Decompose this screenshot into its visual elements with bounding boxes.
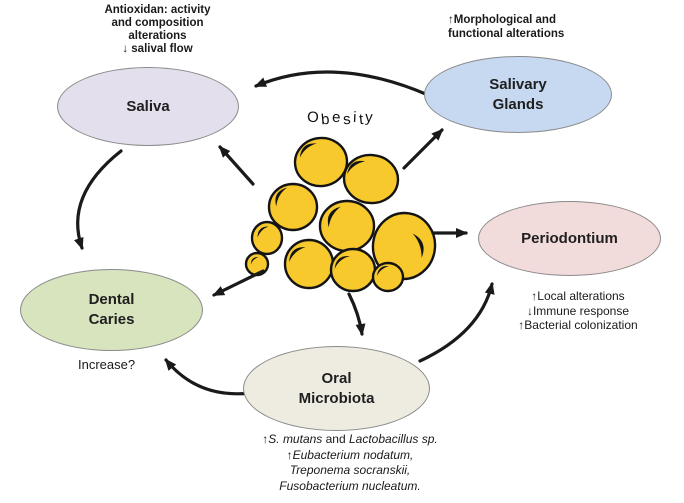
arrow-obesity-to-salivary-glands (402, 128, 444, 170)
node-periodontium-label: Periodontium (521, 229, 618, 247)
arrow-salivary-glands-to-saliva (254, 70, 430, 97)
fat-cell (267, 182, 319, 232)
oral-microbiota-annotation: ↑S. mutans and Lactobacillus sp.↑Eubacte… (262, 432, 438, 493)
fat-cell (244, 251, 270, 277)
fat-cell-nucleus (347, 160, 366, 174)
fat-cell (250, 220, 284, 256)
fat-cell-nucleus (250, 256, 259, 265)
fat-cell-nucleus (289, 247, 306, 262)
arrow-obesity-to-saliva (218, 145, 255, 186)
fat-cell-nucleus (327, 206, 341, 228)
fat-cell (371, 261, 405, 293)
arrow-obesity-to-dental-caries (212, 269, 265, 297)
fat-cell (318, 199, 376, 253)
fat-cell (329, 247, 377, 293)
node-periodontium: Periodontium (478, 201, 661, 276)
arrow-saliva-to-dental-caries (74, 149, 123, 250)
fat-cell (283, 238, 335, 290)
dental-caries-annotation: Increase? (78, 357, 136, 372)
node-saliva: Saliva (57, 67, 239, 146)
obesity-fat-cell-cluster (244, 136, 437, 293)
fat-cell-nucleus (412, 233, 424, 258)
arrow-obesity-to-oral-microbiota (347, 292, 366, 336)
fat-cell-nucleus (334, 256, 350, 269)
fat-cell-nucleus (377, 266, 389, 277)
node-saliva-label: Saliva (126, 97, 170, 115)
fat-cell (293, 136, 349, 188)
arrow-oral-microbiota-to-dental-caries (164, 358, 253, 396)
periodontium-annotation: ↑Local alterations↓Immune response↑Bacte… (518, 289, 638, 332)
fat-cell-nucleus (299, 143, 317, 158)
fat-cell-nucleus (275, 187, 288, 207)
arrow-oral-microbiota-to-periodontium (418, 282, 495, 363)
fat-cell (342, 153, 400, 205)
obesity-label: Obesity (306, 108, 376, 129)
